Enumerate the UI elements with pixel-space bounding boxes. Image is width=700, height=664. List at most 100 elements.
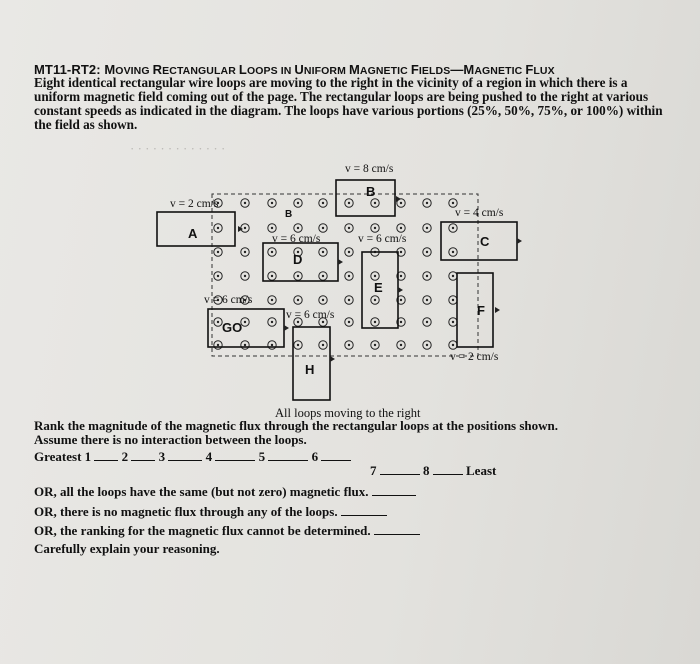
field-dot [267,340,277,350]
speed-label-g: v = 6 cm/s [204,294,253,306]
rank-blank-7[interactable] [379,464,420,475]
field-dot [448,223,458,233]
option-none-blank[interactable] [340,505,387,516]
title-part-smallcaps: OOPS IN [246,65,295,77]
field-dot [267,198,277,208]
title-text: MOVING RECTANGULAR LOOPS IN UNIFORM MAGN… [104,62,554,77]
field-dot [318,295,328,305]
field-dot [344,247,354,257]
field-dot [293,295,303,305]
field-dot [318,198,328,208]
title-part-smallcaps: IELDS [418,65,451,77]
title-part-smallcaps: AGNETIC [359,65,411,77]
field-dot [370,223,380,233]
field-dot [240,271,250,281]
explain-instruction: Carefully explain your reasoning. [34,541,220,556]
field-dot [267,317,277,327]
loop-label-b: B [366,184,375,199]
field-dot [318,223,328,233]
loop-a [156,211,236,247]
title-part: M [104,62,116,77]
field-dot [344,198,354,208]
field-dot [422,223,432,233]
field-dot [240,340,250,350]
title-part: R [152,62,163,77]
field-region-outline [211,193,479,357]
loop-f [456,272,494,348]
loop-b [335,179,396,217]
rank-7: 7 [370,463,377,478]
field-dot [396,223,406,233]
diagram-caption: All loops moving to the right [275,406,421,420]
field-dot [267,223,277,233]
field-dot [448,317,458,327]
option-none: OR, there is no magnetic flux through an… [34,504,338,519]
field-dot [396,340,406,350]
title-part-smallcaps: NIFORM [303,65,349,77]
loop-label-h: H [305,362,314,377]
loop-label-d: D [293,252,302,267]
speed-label-d: v = 6 cm/s [272,233,321,245]
field-dot [213,340,223,350]
field-dot [448,271,458,281]
intro-paragraph: Eight identical rectangular wire loops a… [34,75,663,132]
title-part: F [410,62,419,77]
field-dot [267,295,277,305]
rank-blank-6[interactable] [321,450,352,461]
field-dot [344,223,354,233]
rank-8: 8 [423,463,430,478]
field-dot [422,271,432,281]
field-dot [213,247,223,257]
ranking-line-2: 7 8 Least [370,464,670,478]
field-dot [344,317,354,327]
field-dot [293,271,303,281]
rank-blank-2[interactable] [131,450,156,461]
field-dot [293,223,303,233]
field-dot [422,198,432,208]
title-part: F [525,62,534,77]
rank-blank-1[interactable] [94,450,119,461]
field-dot [213,317,223,327]
rank-5: 5 [258,449,266,464]
option-same-blank[interactable] [371,485,416,496]
field-dot [448,247,458,257]
rank-blank-8[interactable] [432,464,463,475]
option-undetermined-blank[interactable] [373,524,420,535]
loop-label-b-small: B [285,209,292,220]
option-undetermined: OR, the ranking for the magnetic flux ca… [34,523,371,538]
field-dot [422,340,432,350]
field-dot [370,198,380,208]
field-dot [448,295,458,305]
rank-3: 3 [158,449,166,464]
title-part: L [238,62,247,77]
rank-6: 6 [311,449,319,464]
field-dot [344,271,354,281]
title-part: —M [450,62,475,77]
title-code: MT11-RT2: [34,62,101,77]
least-label: Least [466,463,497,478]
title-part-smallcaps: OVING [115,65,153,77]
rank-blank-3[interactable] [168,450,203,461]
rank-2: 2 [121,449,129,464]
field-dot [318,271,328,281]
rank-blank-4[interactable] [215,450,256,461]
field-dot [448,340,458,350]
speed-label-e: v = 6 cm/s [358,233,407,245]
option-none-row: OR, there is no magnetic flux through an… [34,505,684,519]
field-dot [370,317,380,327]
speed-label-a: v = 2 cm/s [170,198,219,210]
rank-blank-5[interactable] [268,450,309,461]
loop-label-g: GO [222,320,242,335]
field-dot [422,317,432,327]
field-dot [213,223,223,233]
push-arrows [238,196,522,362]
title-part-smallcaps: ECTANGULAR [162,65,239,77]
field-dot [293,340,303,350]
title-part: U [294,62,304,77]
question-note: Assume there is no interaction between t… [34,432,307,447]
loop-h [292,326,331,401]
field-dot [240,247,250,257]
title-part: M [348,62,360,77]
